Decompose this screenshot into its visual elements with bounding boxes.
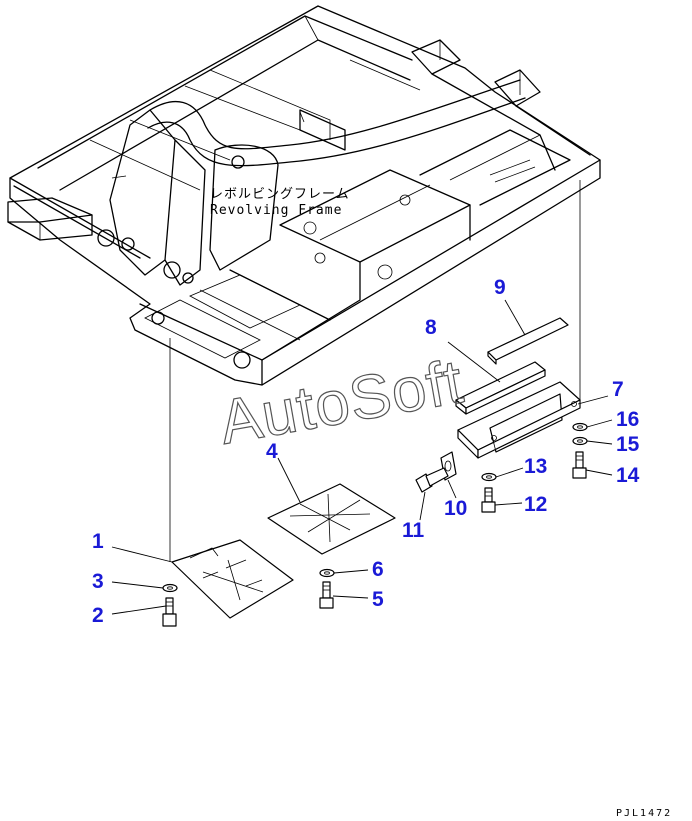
callout-7: 7 xyxy=(612,378,624,401)
callout-3: 3 xyxy=(92,570,104,593)
callout-15: 15 xyxy=(616,433,640,456)
cover-plate-4 xyxy=(267,483,396,555)
callout-16: 16 xyxy=(616,408,639,431)
washer-15 xyxy=(572,436,588,446)
callout-13: 13 xyxy=(524,455,547,478)
callout-labels: 1 2 3 4 5 6 7 8 9 10 11 12 13 14 15 16 xyxy=(92,276,640,627)
alignment-lines xyxy=(169,180,581,562)
callout-2: 2 xyxy=(92,604,104,627)
watermark: AutoSoft xyxy=(214,347,468,458)
washer-13 xyxy=(481,472,497,482)
frame-label-en: Revolving Frame xyxy=(210,203,342,218)
document-id: PJL1472 xyxy=(616,808,672,819)
callout-5: 5 xyxy=(372,588,384,611)
callout-10: 10 xyxy=(444,497,467,520)
bolt-11 xyxy=(415,467,449,493)
washer-3 xyxy=(162,583,178,593)
callout-14: 14 xyxy=(616,464,640,487)
washer-6 xyxy=(319,568,335,578)
callout-8: 8 xyxy=(425,316,437,339)
leader-lines xyxy=(111,299,613,615)
revolving-frame xyxy=(7,5,601,386)
washer-16 xyxy=(572,422,588,432)
callout-4: 4 xyxy=(266,440,278,463)
plate-9 xyxy=(487,317,569,365)
callout-12: 12 xyxy=(524,493,547,516)
bolt-5 xyxy=(319,581,334,609)
frame-label-jp: レボルビングフレーム xyxy=(210,187,350,202)
cover-plate-1 xyxy=(171,539,294,619)
bolt-12 xyxy=(481,487,496,513)
bolt-2 xyxy=(162,597,177,627)
bar-8 xyxy=(455,361,546,415)
callout-11: 11 xyxy=(402,519,425,542)
callout-6: 6 xyxy=(372,558,384,581)
box-7 xyxy=(457,381,581,459)
callout-1: 1 xyxy=(92,530,104,553)
bolt-14 xyxy=(572,451,587,479)
callout-9: 9 xyxy=(494,276,506,299)
